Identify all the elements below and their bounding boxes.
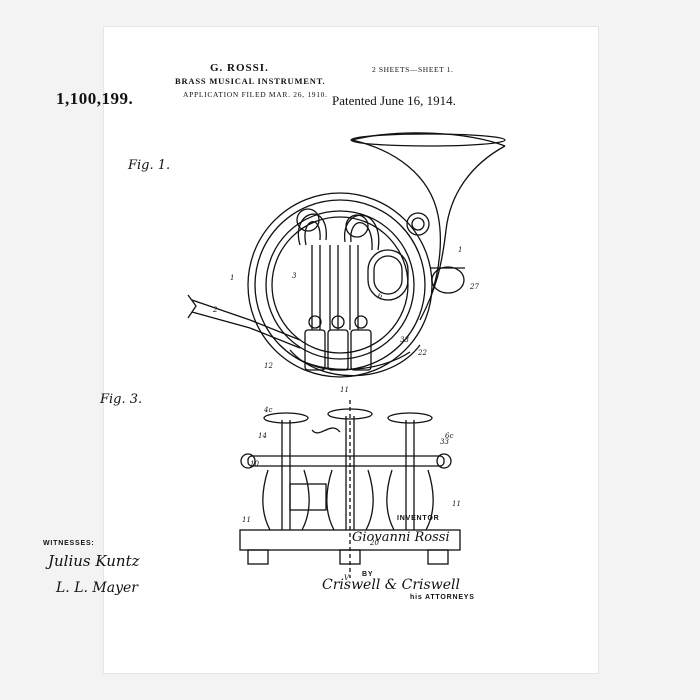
svg-text:10: 10 [250, 460, 259, 468]
svg-text:4c: 4c [263, 406, 272, 414]
svg-text:2: 2 [212, 306, 218, 314]
sheet-count: 2 SHEETS—SHEET 1. [372, 65, 454, 74]
svg-text:V: V [344, 574, 350, 582]
patent-title: BRASS MUSICAL INSTRUMENT. [175, 76, 326, 86]
witness-signature-2: L. L. Mayer [56, 580, 138, 596]
fig3-reference-numerals: 4c 14 10 11 6c 33 11 20 V [242, 406, 461, 582]
figure-1-label: Fig. 1. [128, 158, 171, 173]
svg-text:11: 11 [452, 500, 461, 508]
witness-signature-1: Julius Kuntz [48, 552, 140, 570]
svg-text:33: 33 [400, 336, 409, 344]
valve-mechanism-figure [239, 400, 461, 578]
svg-text:22: 22 [417, 349, 427, 357]
svg-text:11: 11 [242, 516, 251, 524]
svg-text:33: 33 [440, 438, 449, 446]
svg-text:1: 1 [458, 246, 462, 254]
inventor-signature: Giovanni Rossi [352, 530, 450, 545]
figure-3-label: Fig. 3. [100, 392, 143, 407]
french-horn-figure [187, 132, 506, 378]
application-filed-date: APPLICATION FILED MAR. 26, 1910. [183, 90, 328, 99]
svg-text:3: 3 [292, 272, 297, 280]
fig1-reference-numerals: 1 1 27 3 6 2 12 22 33 11 [212, 246, 479, 394]
attorneys-label: his ATTORNEYS [410, 594, 475, 601]
attorneys-signature: Criswell & Criswell [322, 577, 460, 593]
svg-text:11: 11 [340, 386, 349, 394]
inventor-label: INVENTOR [397, 515, 440, 522]
svg-text:14: 14 [258, 432, 267, 440]
patent-number: 1,100,199. [56, 89, 134, 108]
svg-text:6: 6 [378, 292, 383, 300]
by-label: BY [362, 571, 374, 578]
svg-text:6c: 6c [445, 432, 453, 440]
svg-text:20: 20 [369, 539, 379, 547]
svg-text:1: 1 [230, 274, 234, 282]
patented-date: Patented June 16, 1914. [332, 93, 456, 108]
svg-text:12: 12 [264, 362, 273, 370]
witnesses-label: WITNESSES: [43, 540, 95, 547]
svg-text:27: 27 [469, 283, 479, 291]
inventor-name-header: G. ROSSI. [210, 62, 269, 74]
